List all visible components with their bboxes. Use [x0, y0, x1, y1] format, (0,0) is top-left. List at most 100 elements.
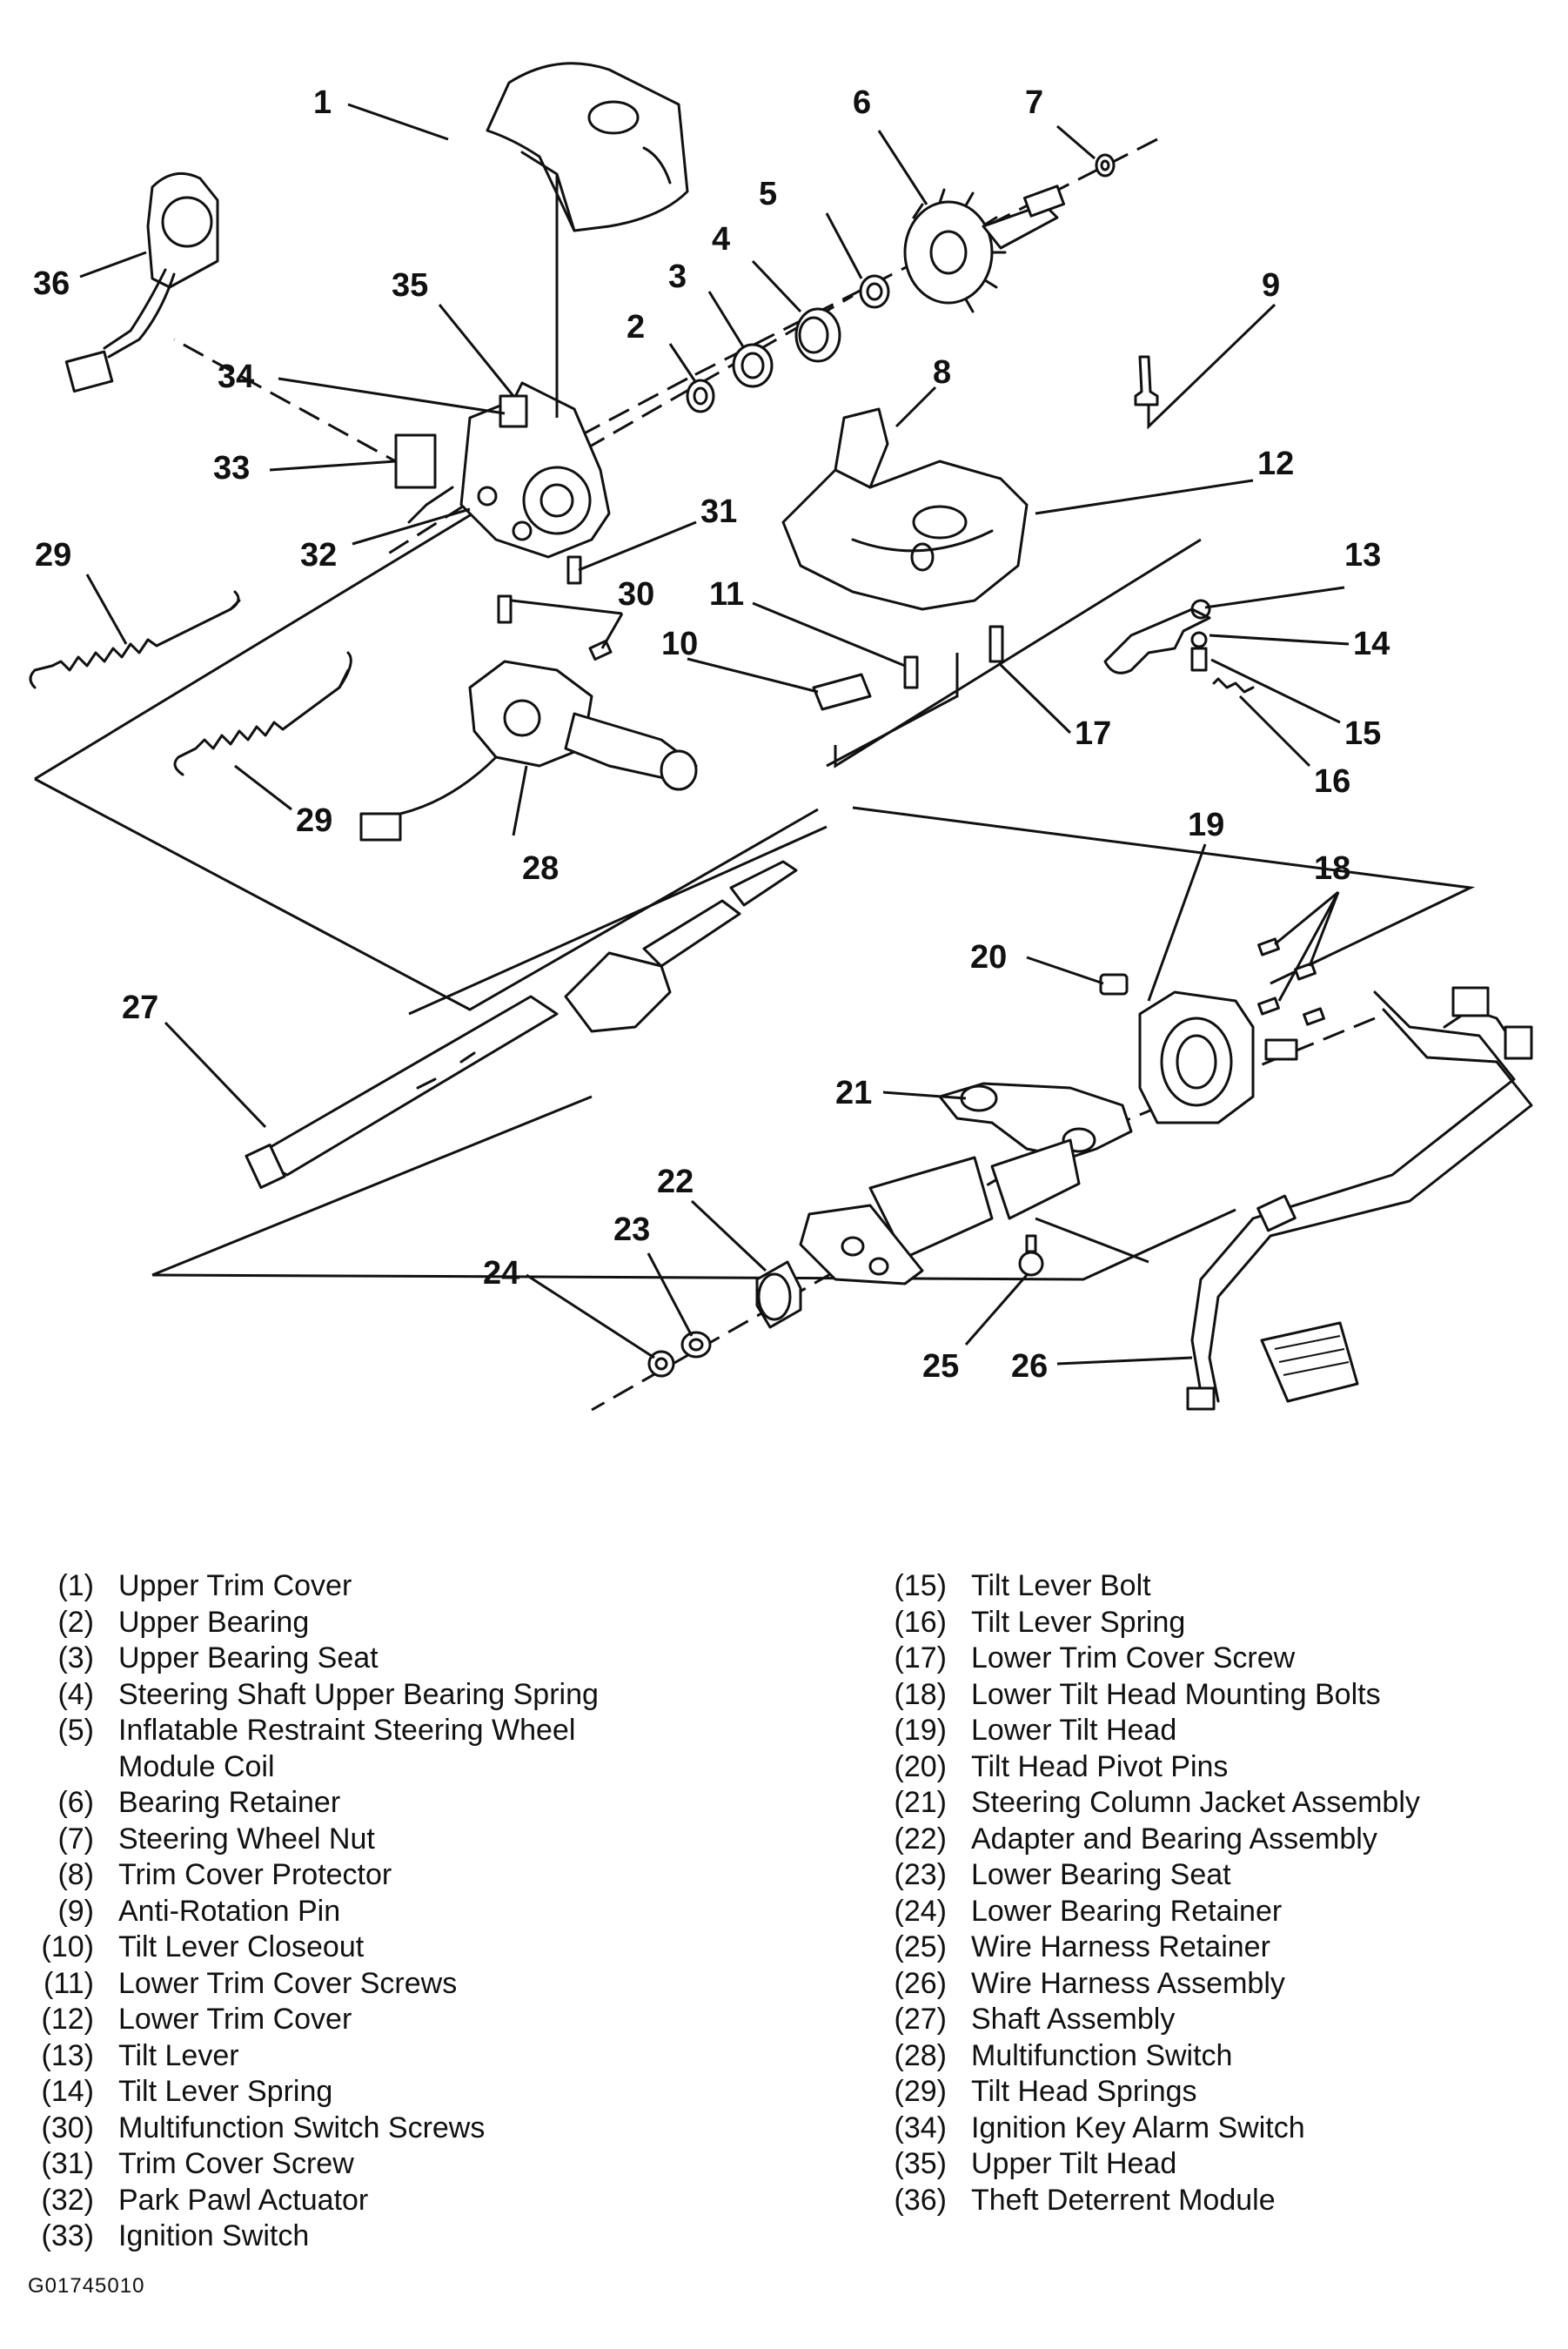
legend-item: (32)Park Pawl Actuator	[26, 2183, 766, 2219]
wire-harness-retainer-part	[1018, 1234, 1044, 1277]
legend-number: (36)	[894, 2183, 947, 2217]
legend-item: (8)Trim Cover Protector	[26, 1857, 766, 1894]
legend-number: (12)	[41, 2003, 94, 2036]
legend-item: (9)Anti-Rotation Pin	[26, 1894, 766, 1930]
callout-5: 5	[759, 176, 777, 212]
legend-text: Tilt Lever Spring	[971, 1605, 1186, 1639]
legend-item: (14) Tilt Lever Spring	[26, 2074, 766, 2111]
legend-item: (4)Steering Shaft Upper Bearing Spring	[26, 1677, 766, 1714]
legend-number: (11)	[44, 1966, 94, 2000]
legend-number: (3)	[57, 1641, 94, 1675]
legend-text: Steering Shaft Upper Bearing Spring	[118, 1677, 599, 1711]
callout-22: 22	[657, 1164, 694, 1200]
legend-text: Lower Trim Cover Screw	[971, 1641, 1296, 1675]
legend-number: (10)	[41, 1930, 94, 1963]
legend-right-column: (15)Tilt Lever Bolt(16)Tilt Lever Spring…	[879, 1568, 1558, 2218]
callout-28: 28	[522, 850, 559, 887]
upper-assembly-boundary	[34, 294, 1202, 1011]
callout-26: 26	[1011, 1348, 1048, 1385]
lower-bearing-seat-part	[680, 1331, 712, 1359]
callout-20: 20	[970, 939, 1007, 976]
callout-24: 24	[483, 1255, 519, 1292]
legend-text: Steering Column Jacket Assembly	[971, 1786, 1420, 1819]
anti-rotation-pin-part	[1134, 355, 1159, 406]
callout-11: 11	[709, 576, 744, 613]
legend-text: Tilt Lever Closeout	[118, 1930, 365, 1963]
callout-16: 16	[1314, 763, 1350, 800]
callout-23: 23	[613, 1211, 650, 1248]
legend-number: (2)	[57, 1605, 94, 1639]
upper-trim-cover-part	[486, 62, 689, 232]
callout-25: 25	[922, 1348, 959, 1385]
legend-text: Theft Deterrent Module	[971, 2183, 1276, 2217]
lower-assembly-boundary	[151, 806, 1476, 1281]
tilt-lever-part	[1103, 599, 1255, 694]
steering-column-exploded-diagram: 1 2 3 4 5 6 7 8 9 10 11 12 13 14 15 16 1…	[29, 62, 1533, 1412]
legend-item: (36) Theft Deterrent Module	[879, 2183, 1558, 2219]
legend-item: (21)Steering Column Jacket Assembly	[879, 1785, 1558, 1822]
callout-29: 29	[35, 537, 71, 574]
legend-item: (3) Upper Bearing Seat	[26, 1641, 766, 1677]
legend-item: (1)Upper Trim Cover	[26, 1568, 766, 1605]
callout-1: 1	[313, 84, 332, 121]
steering-column-jacket-assembly-part	[799, 1082, 1133, 1285]
legend-item: (2) Upper Bearing	[26, 1605, 766, 1641]
legend-item: (30)Multifunction Switch Screws	[26, 2111, 766, 2147]
legend-item: (33)Ignition Switch	[26, 2218, 766, 2255]
callout-2: 2	[627, 309, 645, 346]
callout-3: 3	[668, 258, 687, 295]
legend-text: Wire Harness Assembly	[971, 1966, 1285, 2000]
legend-text: Tilt Lever Bolt	[971, 1569, 1151, 1602]
legend-number: (31)	[41, 2147, 94, 2180]
legend-text: Tilt Head Springs	[971, 2075, 1197, 2108]
trim-cover-screw-part	[566, 555, 582, 585]
callout-33: 33	[213, 450, 250, 487]
callout-35: 35	[392, 267, 428, 304]
callout-34: 34	[218, 359, 254, 395]
legend-text: Adapter and Bearing Assembly	[971, 1822, 1377, 1856]
figure-code: G01745010	[28, 2274, 145, 2298]
legend-number: (14)	[41, 2075, 94, 2108]
legend-text: Upper Bearing Seat	[118, 1641, 379, 1675]
legend-text: Steering Wheel Nut	[118, 1822, 375, 1856]
legend-item: (18)Lower Tilt Head Mounting Bolts	[879, 1677, 1558, 1714]
legend-number: (33)	[41, 2219, 94, 2252]
legend-text: Tilt Head Pivot Pins	[971, 1749, 1229, 1783]
legend-item: (35)Upper Tilt Head	[879, 2146, 1558, 2183]
callout-13: 13	[1344, 537, 1381, 574]
inflatable-restraint-coil-part	[859, 274, 890, 309]
theft-deterrent-module-part	[64, 171, 219, 393]
legend-item: (13)Tilt Lever	[26, 2038, 766, 2075]
legend-item: (17)Lower Trim Cover Screw	[879, 1641, 1558, 1677]
legend-number: (5)	[57, 1714, 94, 1747]
legend-text: Multifunction Switch Screws	[118, 2111, 486, 2144]
legend-item: (7)Steering Wheel Nut	[26, 1822, 766, 1858]
legend-number: (35)	[894, 2147, 947, 2180]
legend-number: (23)	[894, 1858, 947, 1891]
callout-31: 31	[700, 493, 737, 530]
callout-30: 30	[618, 576, 654, 613]
legend-text: Upper Bearing	[118, 1605, 310, 1639]
legend-text: Ignition Key Alarm Switch	[971, 2111, 1305, 2144]
callout-7: 7	[1025, 84, 1043, 121]
legend-text: Lower Tilt Head Mounting Bolts	[971, 1677, 1381, 1711]
legend-item: (27)Shaft Assembly	[879, 2002, 1558, 2038]
callout-8: 8	[933, 354, 951, 391]
legend-item: (26)Wire Harness Assembly	[879, 1966, 1558, 2003]
legend-text: Tilt Lever Spring	[118, 2075, 333, 2108]
callout-29: 29	[296, 802, 332, 839]
legend-text: Lower Trim Cover	[118, 2003, 352, 2036]
legend-item: (16)Tilt Lever Spring	[879, 1605, 1558, 1641]
callout-9: 9	[1262, 267, 1280, 304]
legend-text: Park Pawl Actuator	[118, 2183, 369, 2217]
upper-bearing-part	[686, 379, 715, 413]
steering-wheel-nut-part	[1095, 153, 1116, 178]
callout-14: 14	[1353, 626, 1390, 662]
legend-text: Upper Trim Cover	[118, 1569, 352, 1602]
lower-tilt-head-part	[1099, 973, 1298, 1124]
legend-text: Bearing Retainer	[118, 1786, 341, 1819]
callout-27: 27	[122, 990, 158, 1026]
legend-number: (22)	[894, 1822, 947, 1856]
legend-text: Inflatable Restraint Steering Wheel Modu…	[118, 1714, 576, 1783]
multifunction-switch-screws-part	[497, 594, 613, 661]
